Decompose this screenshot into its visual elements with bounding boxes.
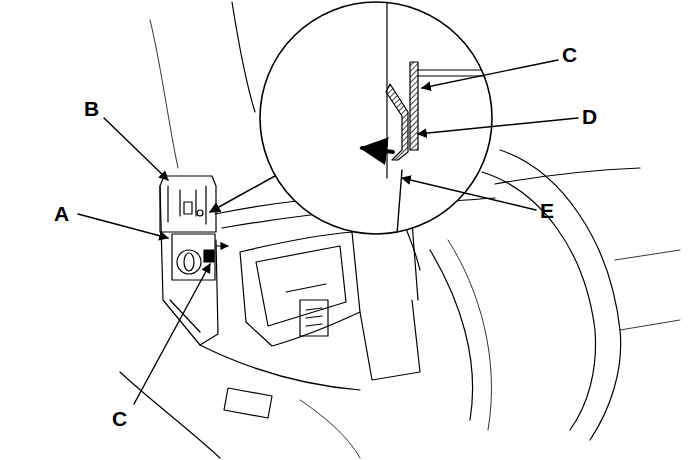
callout-letter: D — [582, 106, 597, 127]
callout-letter: C — [562, 44, 577, 65]
callout-letter: A — [54, 203, 69, 224]
callout-letter: E — [540, 200, 554, 221]
callout-letter: B — [84, 98, 99, 119]
callout-letter: C — [112, 408, 127, 429]
